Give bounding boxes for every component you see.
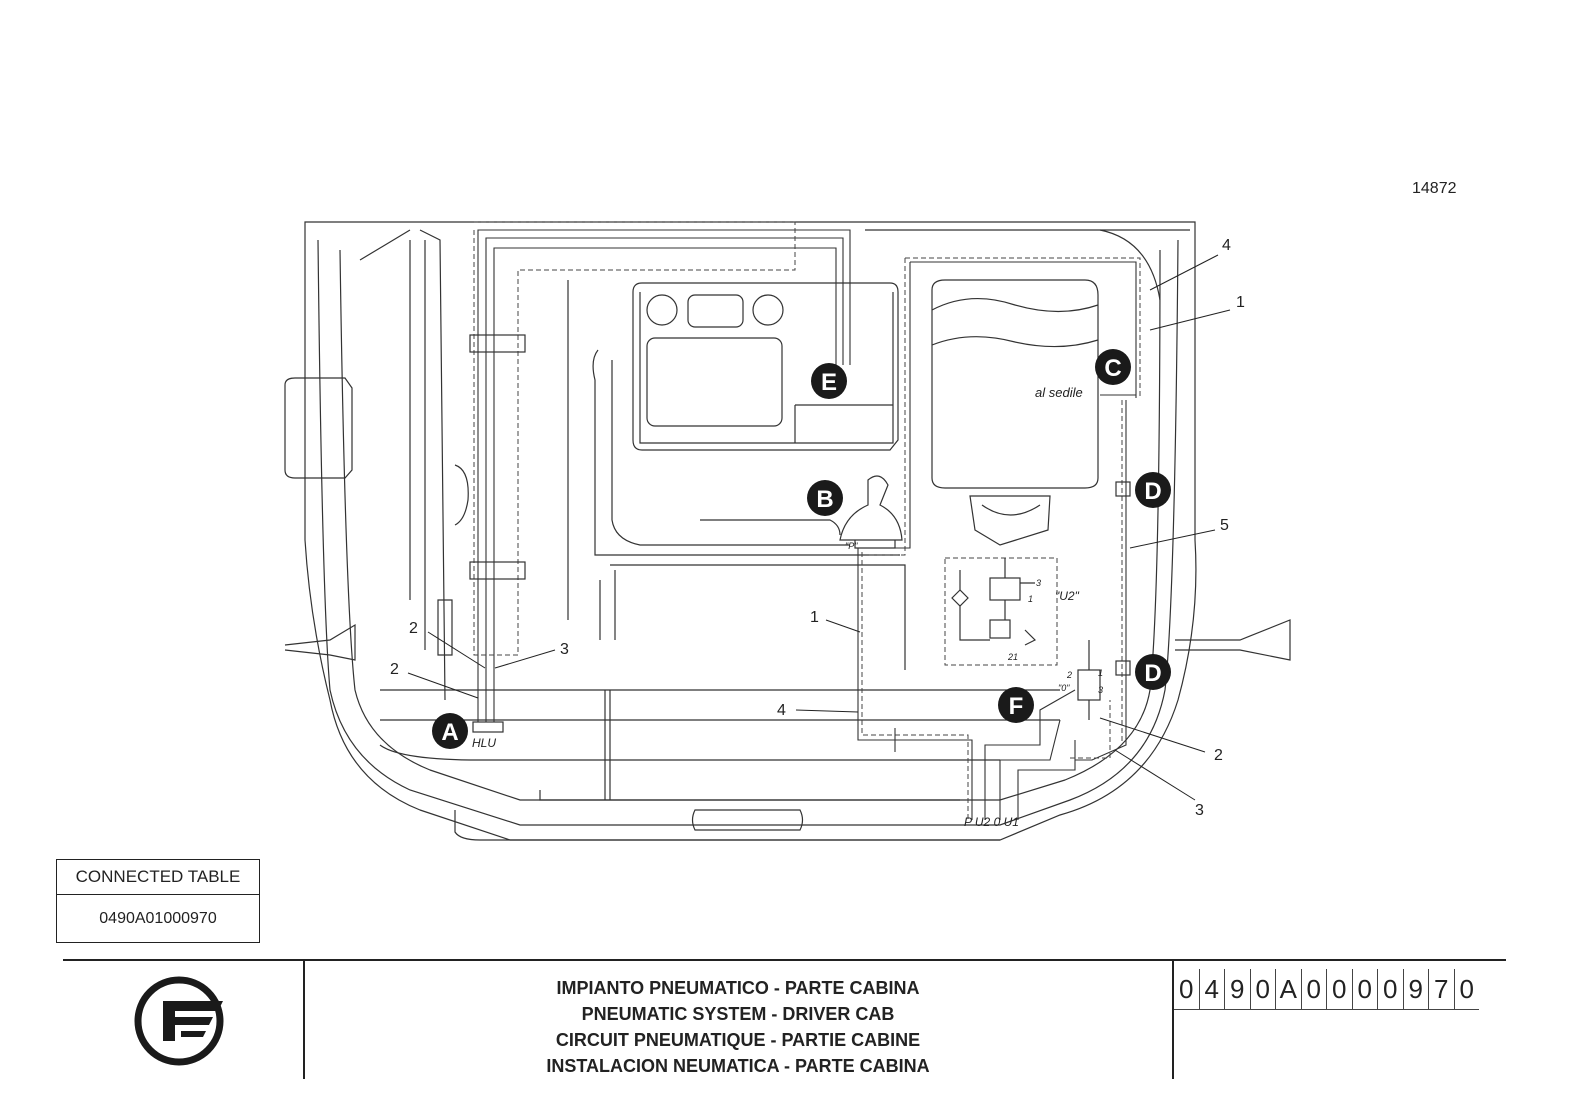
part-code: 0 4 9 0 A 0 0 0 0 9 7 0 — [1174, 969, 1479, 1010]
callout-2-right: 2 — [1214, 747, 1223, 764]
p-mark: "P" — [845, 541, 858, 551]
code-char: 9 — [1404, 969, 1429, 1009]
title-line-it: IMPIANTO PNEUMATICO - PARTE CABINA — [556, 978, 920, 998]
badge-d-upper-letter: D — [1144, 478, 1161, 505]
badge-c-letter: C — [1104, 355, 1121, 382]
badge-a: A — [432, 713, 468, 749]
floor-structure — [409, 240, 906, 670]
pipe-routing-right — [857, 257, 1141, 820]
driver-seat — [931, 279, 1099, 546]
part-code-cell: 0 4 9 0 A 0 0 0 0 9 7 0 — [1172, 961, 1508, 1079]
callout-leaders — [407, 254, 1231, 801]
badge-e: E — [811, 363, 847, 399]
callout-1-center: 1 — [810, 609, 819, 626]
code-char: A — [1276, 969, 1302, 1009]
title-lines: IMPIANTO PNEUMATICO - PARTE CABINA PNEUM… — [305, 961, 1171, 1079]
badge-d-lower-letter: D — [1144, 660, 1161, 687]
callout-4-top: 4 — [1222, 237, 1231, 254]
badge-d-lower: D — [1135, 654, 1171, 690]
connected-table: CONNECTED TABLE 0490A01000970 — [56, 859, 260, 943]
callout-2-left-b: 2 — [390, 661, 399, 678]
al-sedile-label: al sedile — [1035, 385, 1083, 400]
valve-schematic — [944, 557, 1101, 720]
hlu-label: HLU — [472, 736, 496, 750]
port-1b-label: 1 — [1098, 668, 1103, 678]
code-char: 9 — [1225, 969, 1251, 1009]
port-1-label: 1 — [1028, 594, 1033, 604]
instrument-panel — [632, 282, 899, 451]
port-labels: P U2 0 U1 — [964, 815, 1019, 829]
code-char: 0 — [1302, 969, 1327, 1009]
port-2-label: 2 — [1066, 670, 1072, 680]
connected-table-header: CONNECTED TABLE — [57, 860, 259, 895]
port-21-label: 21 — [1007, 652, 1018, 662]
code-char: 0 — [1378, 969, 1404, 1009]
callout-5: 5 — [1220, 517, 1229, 534]
badge-b: B — [807, 480, 843, 516]
badge-f-letter: F — [1009, 693, 1024, 720]
cab-outline — [284, 221, 1291, 841]
badge-b-letter: B — [816, 486, 833, 513]
code-char: 7 — [1429, 969, 1455, 1009]
callout-2-left-a: 2 — [409, 620, 418, 637]
badge-c: C — [1095, 349, 1131, 385]
title-line-en: PNEUMATIC SYSTEM - DRIVER CAB — [581, 1004, 895, 1024]
pipe-bundle-left — [469, 221, 851, 733]
port-3-label: 3 — [1036, 578, 1041, 588]
gear-lever — [839, 475, 903, 549]
drawing-number: 14872 — [1412, 180, 1457, 197]
callout-4-center: 4 — [777, 702, 786, 719]
code-char: 0 — [1251, 969, 1276, 1009]
title-block: IMPIANTO PNEUMATICO - PARTE CABINA PNEUM… — [63, 959, 1506, 1081]
logo-cell — [63, 961, 305, 1079]
badge-d-upper: D — [1135, 472, 1171, 508]
callout-3-right: 3 — [1195, 802, 1204, 819]
badge-f: F — [998, 687, 1034, 723]
badge-e-letter: E — [821, 369, 837, 396]
code-char: 0 — [1174, 969, 1200, 1009]
code-char: 0 — [1327, 969, 1353, 1009]
company-logo — [134, 976, 224, 1066]
callout-3-left: 3 — [560, 641, 569, 658]
port-3b-label: 3 — [1098, 685, 1103, 695]
u2-label: "U2" — [1055, 589, 1080, 603]
code-char: 0 — [1353, 969, 1378, 1009]
title-line-es: INSTALACION NEUMATICA - PARTE CABINA — [546, 1056, 930, 1076]
code-char: 0 — [1459, 974, 1474, 1004]
callout-1-top: 1 — [1236, 294, 1245, 311]
connected-table-value: 0490A01000970 — [99, 910, 217, 927]
code-char: 4 — [1200, 969, 1225, 1009]
badge-a-letter: A — [441, 719, 458, 746]
title-line-fr: CIRCUIT PNEUMATIQUE - PARTIE CABINE — [555, 1030, 921, 1050]
zero-mark: "0" — [1058, 683, 1070, 693]
